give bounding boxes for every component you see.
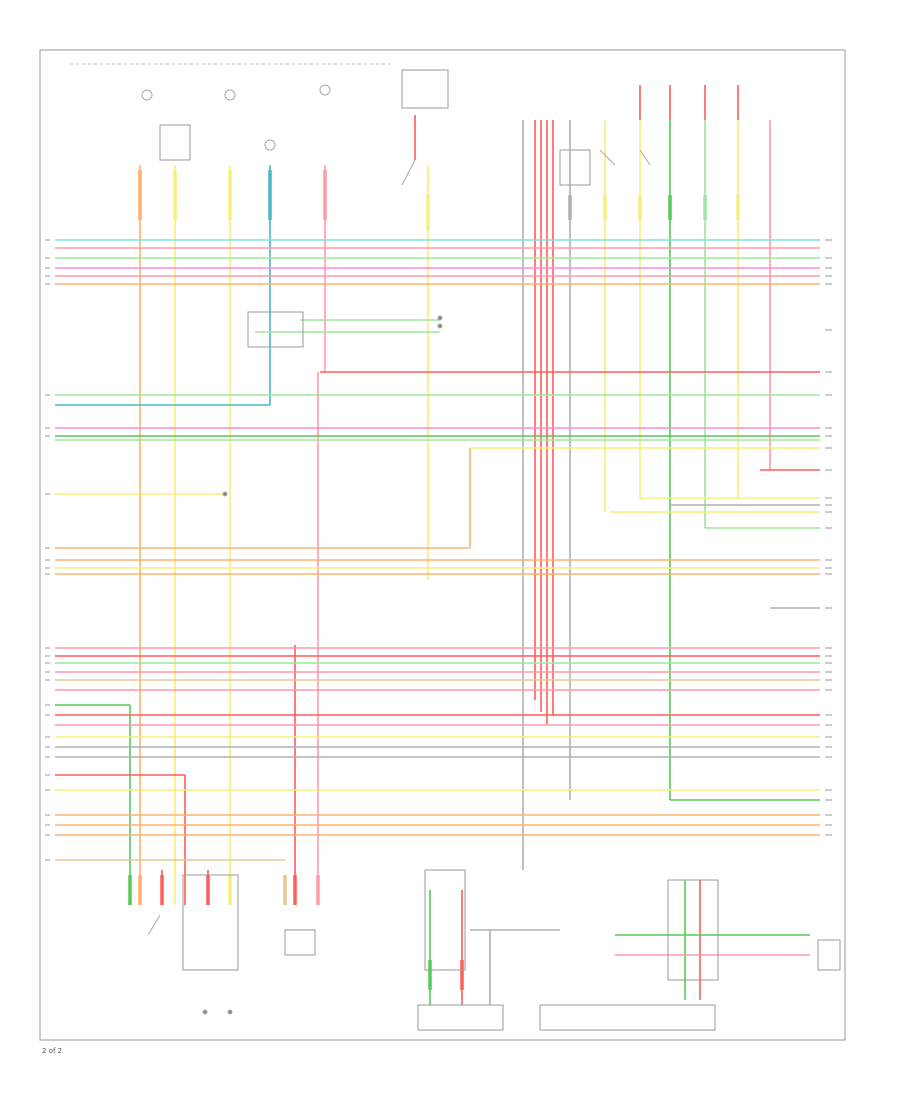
switch-symbol — [147, 914, 161, 936]
relay-mid-lower — [424, 869, 466, 971]
switch-box-lower-left — [182, 874, 239, 971]
switch-symbol — [401, 159, 416, 186]
lamp-symbol — [264, 139, 276, 151]
components — [159, 69, 841, 1031]
page-reference: 2 of 2 — [42, 1047, 62, 1055]
connector-dot — [437, 315, 443, 321]
connector-dot — [222, 491, 228, 497]
horizontal-wires — [55, 239, 820, 956]
connector-dot — [437, 323, 443, 329]
diagram-border — [39, 49, 846, 1041]
instrument-cluster-module — [159, 124, 191, 161]
vertical-wires — [128, 85, 771, 1005]
connector-dot — [227, 1009, 233, 1015]
fuel-tank-module — [284, 929, 316, 956]
symbols — [141, 84, 651, 1015]
control-module-lower-right — [539, 1004, 716, 1031]
relay-box-top — [401, 69, 449, 109]
left-terminal-marks — [45, 239, 50, 861]
sensor-box-1 — [559, 149, 591, 186]
ground-box-right — [817, 939, 841, 971]
lamp-symbol — [141, 89, 153, 101]
lamp-symbol — [319, 84, 331, 96]
relay-right-lower — [667, 879, 719, 981]
connector-dot — [202, 1009, 208, 1015]
lamp-symbol — [224, 89, 236, 101]
abs-module-lower — [417, 1004, 504, 1031]
right-terminal-marks — [825, 239, 832, 836]
clock-spring-module — [247, 311, 304, 348]
switch-symbol — [599, 149, 616, 166]
switch-symbol — [639, 149, 651, 166]
